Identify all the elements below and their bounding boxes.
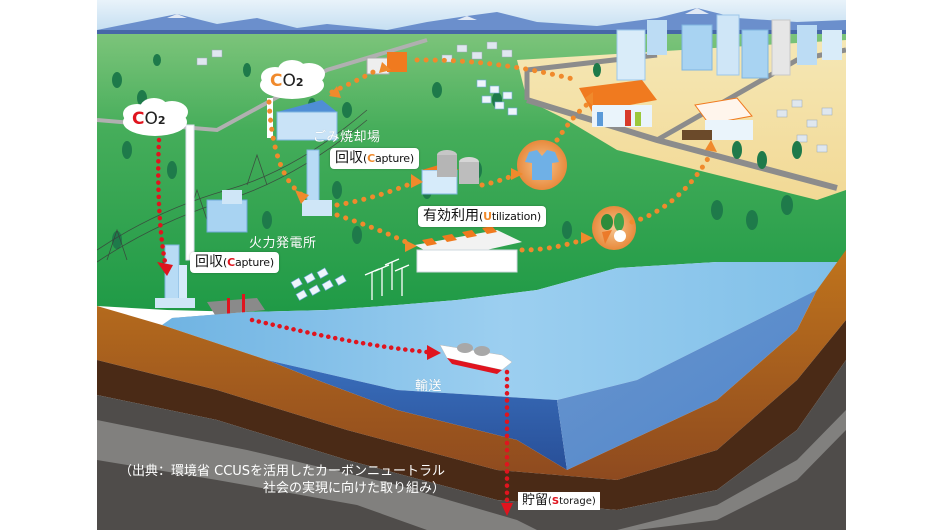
capture-en: apture) [234,256,274,269]
soil-orange-layer [97,250,846,480]
houses [196,41,833,153]
orange-arrowheads [295,62,717,252]
utilization-label: 有効利用(Utilization) [418,206,546,227]
paren: ( [363,152,368,165]
source-note: （出典：環境省 CCUSを活用したカーボンニュートラル 社会の実現に向けた取り組… [119,463,445,497]
capture-tower-incinerator [302,149,332,216]
capture-power-plant-label: 回収(Capture) [190,252,279,273]
co2-o: O [144,109,158,129]
soil-dark-layer [97,320,846,510]
co2-o: O [282,71,296,91]
storage-jp: 貯留 [522,493,549,508]
vegetables-icon [592,206,636,250]
co2-c: C [270,71,283,91]
scene-svg [97,0,846,530]
utilization-jp: 有効利用 [423,208,479,224]
ccus-illustration: CO2 CO2 ごみ焼却場 火力発電所 輸送 回収(Capture) 回収(Ca… [97,0,846,530]
utilization-initial: U [483,210,492,223]
grocery-shop [682,97,753,140]
red-arrowheads [157,262,513,516]
transport-label: 輸送 [415,379,443,394]
storage-initial: S [551,496,560,507]
sea-side [557,290,817,470]
incinerator-label: ごみ焼却場 [313,130,381,145]
co2-subscript: 2 [157,114,166,127]
thermal-power-plant [206,190,248,233]
utilization-arrows [266,57,713,253]
utilization-en: tilization) [491,210,541,223]
source-note-line1: （出典：環境省 CCUSを活用したカーボンニュートラル [119,464,446,479]
clothing-shop [579,80,657,127]
paren: ( [223,256,228,269]
paren: ( [479,210,484,223]
greenhouses [415,226,522,273]
co2-c: C [132,109,145,129]
power-plant-co2-cloud [123,98,188,136]
capture-initial: C [227,256,235,269]
clothing-product-icon [517,140,567,190]
power-plant-co2-label: CO2 [132,109,166,129]
capture-tower-power [155,244,195,308]
city-buildings [616,14,842,81]
sea-surface [162,262,846,400]
wind-turbines [364,258,410,300]
incinerator-co2-cloud [260,60,325,99]
paren: ( [548,496,552,507]
factory [421,150,479,195]
incinerator-co2-label: CO2 [270,71,304,91]
capture-jp: 回収 [335,150,363,166]
capture-incinerator-label: 回収(Capture) [330,148,419,169]
storage-arrows [156,137,510,508]
transport-ship [439,343,513,374]
capture-jp: 回収 [195,254,223,270]
capture-en: apture) [374,152,414,165]
source-note-line2: 社会の実現に向けた取り組み） [263,481,446,496]
capture-initial: C [367,152,375,165]
storage-label: 貯留(Storage) [518,492,600,510]
power-plant-label: 火力発電所 [249,236,317,251]
storage-en: torage) [559,496,596,507]
smokestack [185,124,195,261]
co2-subscript: 2 [295,76,304,89]
solar-panels [290,79,518,301]
